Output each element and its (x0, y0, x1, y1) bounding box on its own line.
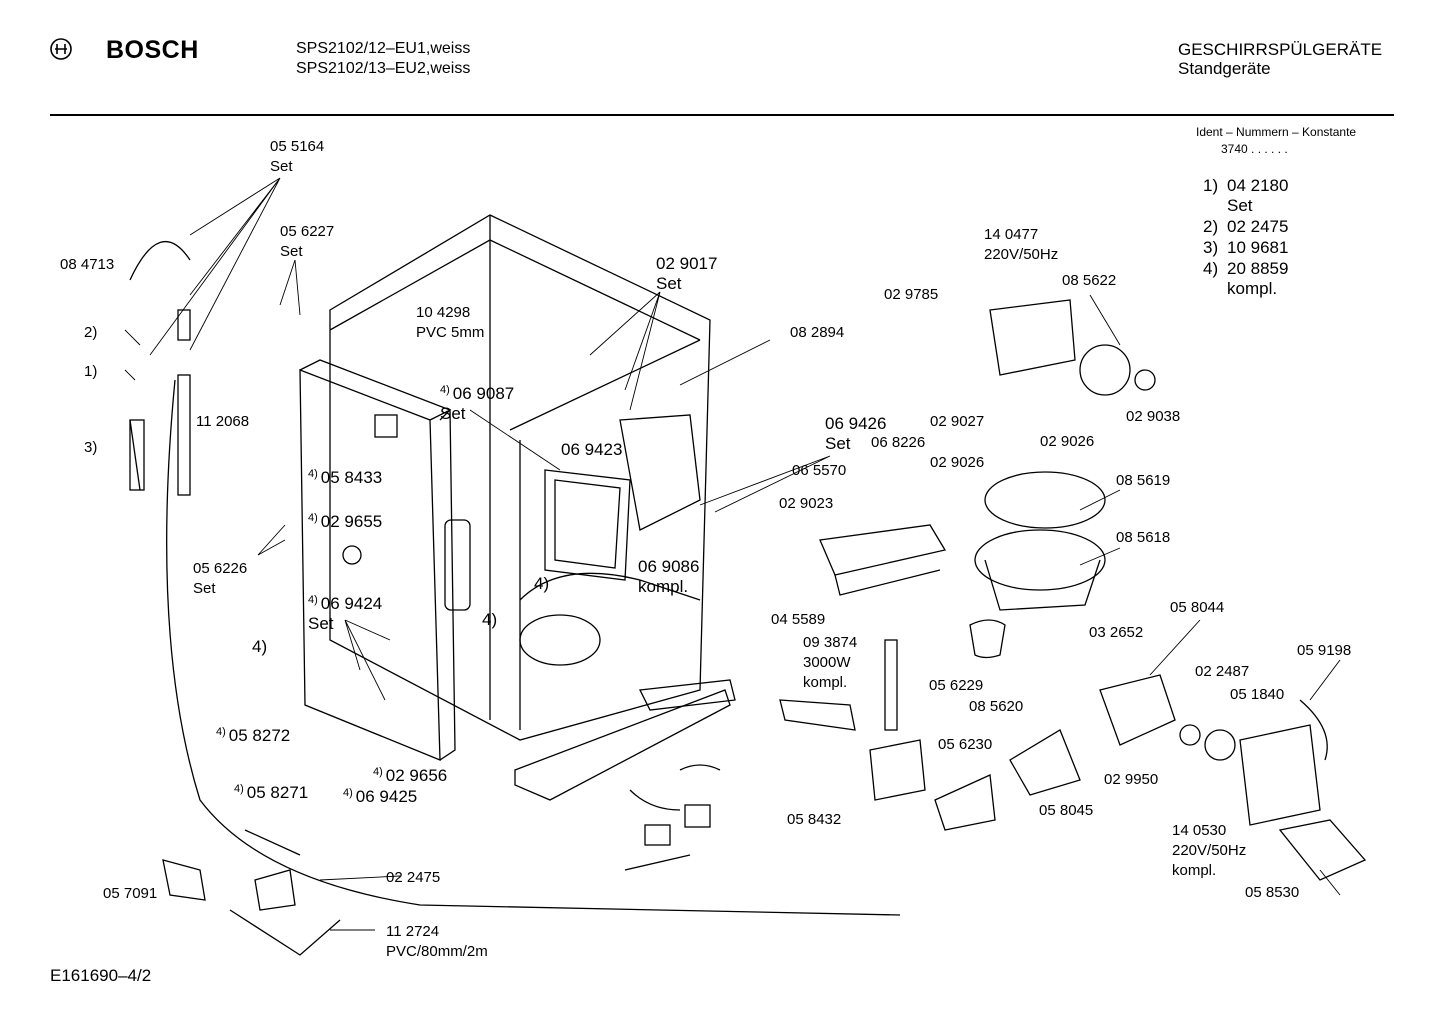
model-line-2: SPS2102/13–EU2,weiss (296, 60, 471, 77)
category-subtitle: Standgeräte (1178, 59, 1271, 78)
part-label-058044: 05 8044 (1170, 599, 1225, 616)
part-label-058433: 4)05 8433 (308, 468, 383, 487)
part-label-085622: 08 5622 (1062, 272, 1117, 289)
drawing-code: E161690–4/2 (50, 966, 152, 985)
part-label-085618: 08 5618 (1116, 529, 1171, 546)
part-label-4-a: 4) (252, 637, 268, 656)
part-label-4-c: 4) (534, 574, 550, 593)
part-label-056229: 05 6229 (929, 677, 984, 694)
part-label-058045: 05 8045 (1039, 802, 1094, 819)
part-label-058272: 4)05 8272 (216, 726, 291, 745)
part-label-056230: 05 6230 (938, 736, 993, 753)
part-label-029655: 4)02 9655 (308, 512, 383, 531)
wire-harness-drawing (624, 764, 721, 871)
footnote-value-2: 02 2475 (1227, 217, 1289, 236)
bosch-armature-logo-icon (50, 38, 72, 60)
part-label-029950: 02 9950 (1104, 771, 1159, 788)
footnote-num-2: 2) (1203, 217, 1219, 236)
part-label-2: 2) (84, 324, 98, 341)
pump-assembly-drawing (974, 299, 1367, 881)
part-label-029023: 02 9023 (779, 495, 834, 512)
door-panel-drawing (299, 359, 471, 761)
part-label-085620: 08 5620 (969, 698, 1024, 715)
part-label-058271: 4)05 8271 (234, 783, 309, 802)
footnote-num-4: 4) (1203, 259, 1219, 278)
bottom-components-drawing (162, 619, 1006, 956)
part-label-058432: 05 8432 (787, 811, 842, 828)
part-label-065570: 06 5570 (792, 462, 847, 479)
part-label-3: 3) (84, 439, 98, 456)
model-line-1: SPS2102/12–EU1,weiss (296, 40, 471, 57)
part-label-045589: 04 5589 (771, 611, 826, 628)
ident-title: Ident – Nummern – Konstante (1196, 125, 1357, 139)
inlet-hose-drawing (129, 241, 901, 916)
part-label-082894: 08 2894 (790, 324, 845, 341)
dishwasher-tub-drawing (329, 214, 736, 801)
part-label-069423: 06 9423 (561, 440, 623, 459)
part-label-4-b: 4) (482, 610, 498, 629)
footnote-num-1: 1) (1203, 176, 1219, 195)
part-label-085619: 08 5619 (1116, 472, 1171, 489)
footnote-value-1: 04 2180 (1227, 176, 1289, 195)
footnote-value-3: 10 9681 (1227, 238, 1289, 257)
footnote-value-4: 20 8859 (1227, 259, 1289, 278)
part-label-112068: 11 2068 (196, 413, 250, 430)
part-label-029785: 02 9785 (884, 286, 939, 303)
part-label-022487: 02 2487 (1195, 663, 1250, 680)
footnote-extra-4: kompl. (1227, 279, 1278, 298)
category-title: GESCHIRRSPÜLGERÄTE (1178, 40, 1383, 59)
brand-name: BOSCH (106, 36, 199, 64)
part-label-029026-b: 02 9026 (930, 454, 985, 471)
part-label-069425: 4)06 9425 (343, 787, 418, 806)
part-label-084713: 08 4713 (60, 256, 115, 273)
footnote-num-3: 3) (1203, 238, 1219, 257)
part-label-058530: 05 8530 (1245, 884, 1300, 901)
part-label-059198: 05 9198 (1297, 642, 1352, 659)
part-label-051840: 05 1840 (1230, 686, 1285, 703)
footnote-extra-1: Set (1227, 196, 1253, 215)
heater-drawing (819, 524, 947, 731)
part-label-057091: 05 7091 (103, 885, 158, 902)
part-label-029026-a: 02 9026 (1040, 433, 1095, 450)
part-label-029038: 02 9038 (1126, 408, 1181, 425)
part-label-029656: 4)02 9656 (373, 766, 448, 785)
part-label-022475: 02 2475 (386, 869, 441, 886)
part-label-068226: 06 8226 (871, 434, 926, 451)
ident-value: 3740 . . . . . . (1221, 142, 1288, 156)
header-divider (50, 114, 1394, 116)
dispenser-drawing (544, 414, 701, 581)
part-label-032652: 03 2652 (1089, 624, 1144, 641)
part-label-1: 1) (84, 363, 98, 380)
part-label-029027: 02 9027 (930, 413, 985, 430)
